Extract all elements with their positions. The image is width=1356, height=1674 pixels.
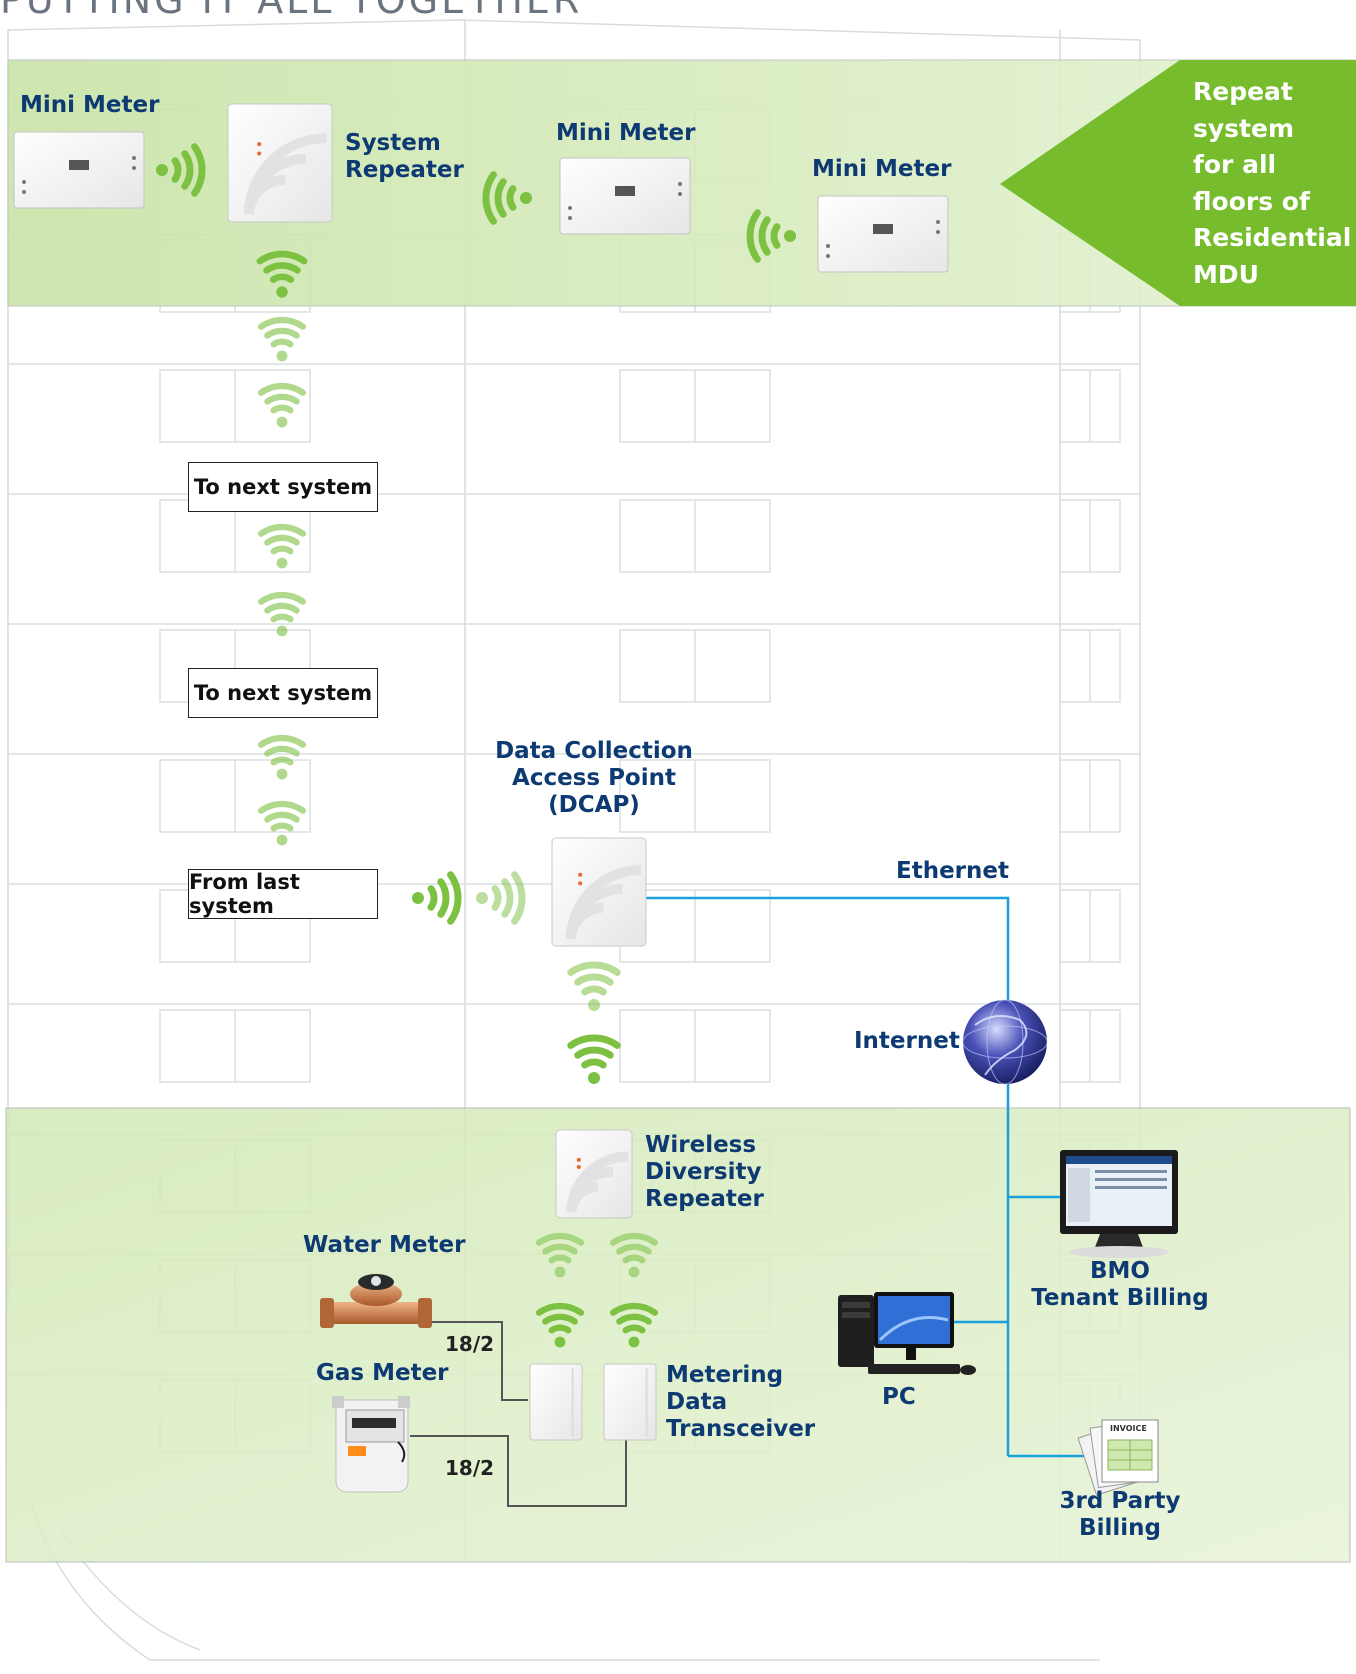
wifi-signal-icon xyxy=(257,316,307,362)
cable-label-water: 18/2 xyxy=(445,1332,495,1356)
mini-meter-device xyxy=(559,157,691,235)
mini-meter-label: Mini Meter xyxy=(20,92,160,118)
internet-label: Internet xyxy=(854,1028,960,1054)
repeat-banner-text: Repeat system for all floors of Resident… xyxy=(1193,77,1352,289)
water-meter-icon xyxy=(320,1274,432,1328)
gas-meter-icon xyxy=(332,1396,410,1493)
invoice-icon xyxy=(1077,1419,1159,1496)
transceiver-device xyxy=(603,1363,657,1441)
mini-meter-device xyxy=(13,131,145,209)
cable-label-gas: 18/2 xyxy=(445,1456,495,1480)
pc-label: PC xyxy=(882,1384,916,1410)
globe-icon xyxy=(962,999,1048,1085)
wifi-signal-icon xyxy=(535,1232,585,1278)
to-next-system-box: To next system xyxy=(188,462,378,512)
transceiver-label: Metering Data Transceiver xyxy=(666,1362,816,1443)
to-next-system-box: To next system xyxy=(188,668,378,718)
ethernet-label: Ethernet xyxy=(896,858,1009,884)
bmo-label: BMO Tenant Billing xyxy=(1031,1258,1209,1312)
wifi-signal-icon xyxy=(257,800,307,846)
pc-tower-icon xyxy=(838,1292,976,1375)
page-heading: PUTTING IT ALL TOGETHER xyxy=(0,0,583,22)
repeat-banner xyxy=(1000,60,1356,306)
wifi-signal-icon xyxy=(476,871,526,925)
repeater-device xyxy=(555,1129,633,1219)
wifi-signal-icon xyxy=(257,591,307,637)
wifi-signal-icon xyxy=(567,961,621,1011)
wifi-signal-icon xyxy=(257,523,307,569)
wifi-signal-icon xyxy=(156,143,206,197)
wifi-signal-icon xyxy=(567,1034,621,1084)
transceiver-device xyxy=(529,1363,583,1441)
wifi-signal-icon xyxy=(482,171,532,225)
water-meter-label: Water Meter xyxy=(303,1232,466,1258)
invoice-text: INVOICE xyxy=(1110,1424,1147,1433)
mini-meter-label: Mini Meter xyxy=(812,156,952,182)
wifi-signal-icon xyxy=(412,871,462,925)
meter-wires xyxy=(410,1321,627,1507)
wireless-diversity-repeater-label: Wireless Diversity Repeater xyxy=(645,1132,764,1213)
wifi-signal-icon xyxy=(609,1232,659,1278)
mini-meter-device xyxy=(817,195,949,273)
wifi-signal-icon xyxy=(257,734,307,780)
wifi-signal-icon xyxy=(746,209,796,263)
wifi-signal-icon xyxy=(535,1302,585,1348)
mini-meter-label: Mini Meter xyxy=(556,120,696,146)
wifi-signal-icon xyxy=(257,382,307,428)
gas-meter-label: Gas Meter xyxy=(316,1360,449,1386)
system-repeater-label: System Repeater xyxy=(345,130,464,184)
monitor-icon xyxy=(1060,1150,1178,1258)
from-last-system-box: From last system xyxy=(188,869,378,919)
ethernet-lines xyxy=(645,896,1084,1458)
repeater-device xyxy=(551,837,647,947)
wifi-signal-icon xyxy=(256,250,308,298)
wifi-signal-icon xyxy=(609,1302,659,1348)
repeater-device xyxy=(227,103,333,223)
third-party-billing-label: 3rd Party Billing xyxy=(1059,1488,1181,1542)
dcap-label: Data Collection Access Point (DCAP) xyxy=(495,738,693,819)
